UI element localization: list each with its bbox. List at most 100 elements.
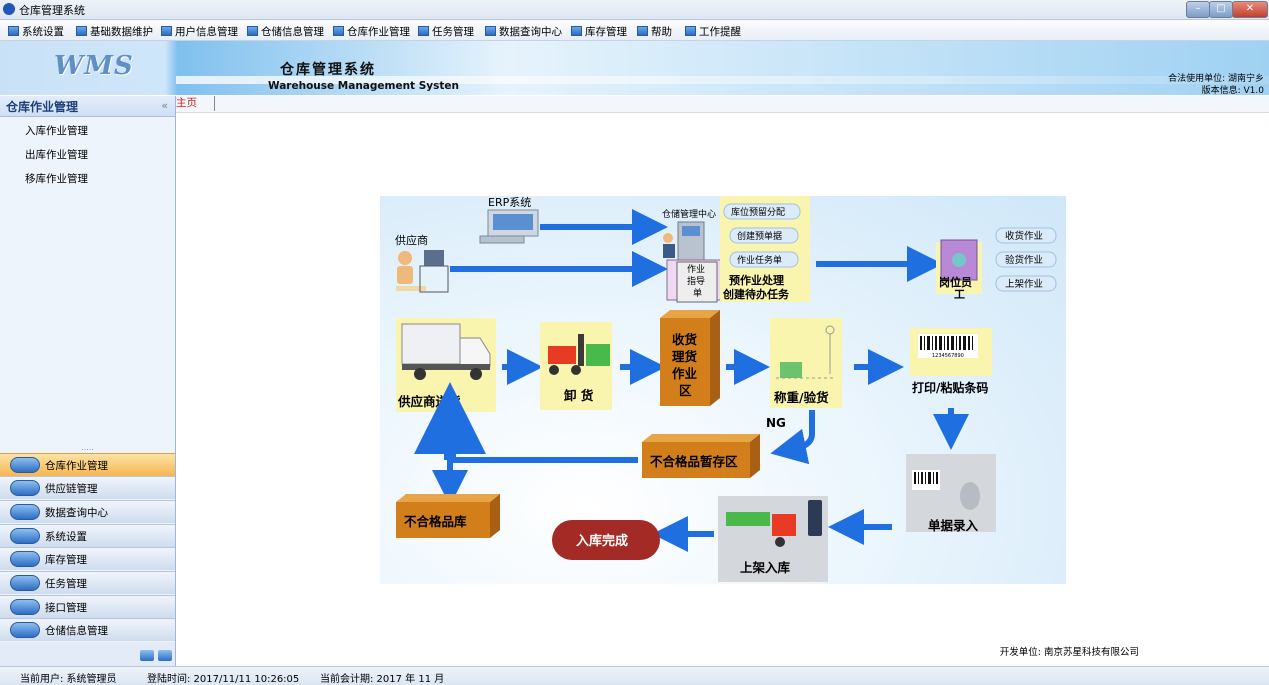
banner-stripe [176,76,1269,84]
system-title: 仓库管理系统 [280,62,376,78]
help-icon [637,26,648,36]
category-interface[interactable]: 接口管理 [0,595,175,618]
menu-inventory[interactable]: 库存管理 [571,24,627,39]
category-tasks[interactable]: 任务管理 [0,571,175,594]
task-receive: 收货作业 [995,227,1057,244]
wms-logo: WMS [54,51,134,81]
system-subtitle: Warehouse Management Systen [268,80,459,92]
svg-text:上架作业: 上架作业 [1005,278,1043,290]
pre-process-title: 预作业处理 [729,273,784,287]
tab-home[interactable]: 主页 [176,96,215,111]
reject-temp-label: 不合格品暂存区 [650,454,738,469]
task-icon [418,26,429,36]
receive-area-label-1: 收货 [672,332,698,347]
receive-area-label-4: 区 [679,383,692,398]
magnifier-icon [10,504,40,520]
doc-entry-label: 单据录入 [928,518,979,533]
svg-text:库位预留分配: 库位预留分配 [731,206,785,218]
data-icon [76,26,87,36]
inventory-icon [571,26,582,36]
doc-entry-scanner [906,454,996,532]
inventory-icon [10,551,40,567]
work-document: 作业 指导 单 [666,259,722,303]
version-info: 版本信息: V1.0 [1201,86,1264,96]
reject-store-label: 不合格品库 [404,514,467,529]
splitter-grip[interactable]: ..... [81,443,94,452]
menu-help[interactable]: 帮助 [637,24,672,39]
maximize-button[interactable]: □ [1209,1,1233,18]
licensed-unit: 合法使用单位: 湖南宁乡 [1168,74,1264,84]
worker-label-1: 岗位员 [939,275,972,289]
app-icon [3,3,15,15]
category-query-center[interactable]: 数据查询中心 [0,500,175,523]
window-title: 仓库管理系统 [19,4,85,17]
category-supply-chain[interactable]: 供应链管理 [0,476,175,499]
task-inspect: 验货作业 [995,251,1057,268]
category-warehouse-ops[interactable]: 仓库作业管理 [0,453,175,476]
task-shelve: 上架作业 [995,275,1057,292]
supplier-label: 供应商 [395,233,428,247]
sidebar-footer [0,642,175,666]
menu-user-info[interactable]: 用户信息管理 [161,24,238,39]
wms-center-label: 仓储管理中心 [662,208,716,220]
receive-area-box [660,310,720,406]
worker-cabinet-icon [936,239,982,294]
sidebar-item-transfer[interactable]: 移库作业管理 [25,173,88,185]
worker-label-2: 工 [954,288,965,301]
supply-chain-icon [10,480,40,496]
menu-query-center[interactable]: 数据查询中心 [485,24,562,39]
menu-base-data[interactable]: 基础数据维护 [76,24,153,39]
supplier-person-icon [396,250,449,293]
reject-store-box [396,494,500,538]
sidebar: 仓库作业管理 « 入库作业管理 出库作业管理 移库作业管理 ..... 仓库作业… [0,96,176,666]
minimize-button[interactable]: – [1186,1,1210,18]
weigh-label: 称重/验货 [774,390,829,405]
menu-storage-info[interactable]: 仓储信息管理 [247,24,324,39]
sidebar-title: 仓库作业管理 [6,100,79,114]
print-label: 打印/粘贴条码 [912,380,988,395]
doc-label-2: 指导 [687,275,705,287]
doc-label-3: 单 [693,287,702,299]
erp-label: ERP系统 [488,196,531,209]
close-button[interactable]: ✕ [1232,1,1268,18]
tab-strip: 主页 [176,96,1269,113]
unload-forklift [540,322,612,410]
menu-tasks[interactable]: 任务管理 [418,24,474,39]
menu-reminders[interactable]: 工作提醒 [685,24,741,39]
svg-text:创建预单据: 创建预单据 [737,230,782,242]
title-bar: 仓库管理系统 – □ ✕ [0,0,1269,20]
wms-center-icon [663,221,705,261]
menu-system-settings[interactable]: 系统设置 [8,24,64,39]
settings-icon [8,26,19,36]
monitor-icon[interactable] [140,650,154,661]
reminder-icon [685,26,696,36]
sidebar-item-inbound[interactable]: 入库作业管理 [25,125,88,137]
pre-item-task-doc: 作业任务单 [729,251,799,268]
menu-warehouse-ops[interactable]: 仓库作业管理 [333,24,410,39]
refresh-icon[interactable] [158,650,172,661]
header-banner: WMS 仓库管理系统 Warehouse Management Systen 合… [0,41,1269,96]
unload-label: 卸 货 [564,388,594,403]
svg-text:作业任务单: 作业任务单 [737,254,782,266]
tools-icon [10,528,40,544]
category-inventory[interactable]: 库存管理 [0,547,175,570]
delivery-label: 供应商送货 [397,394,461,409]
warehouse-ops-icon [10,457,40,473]
compass-icon [10,622,40,638]
status-bar: 当前用户: 系统管理员 登陆时间: 2017/11/11 10:26:05 当前… [0,666,1269,685]
shelve-forklift [718,496,828,582]
collapse-icon[interactable]: « [161,99,168,112]
pre-item-create-doc: 创建预单据 [729,227,799,244]
pre-process-subtitle: 创建待办任务 [722,287,790,301]
storage-icon [247,26,258,36]
print-barcode: 1234567890 [910,328,992,376]
sidebar-item-outbound[interactable]: 出库作业管理 [25,149,88,161]
category-system-settings[interactable]: 系统设置 [0,524,175,547]
inbound-flow-diagram: ERP系统 供应商 仓储管理中心 [380,196,1066,584]
user-icon [161,26,172,36]
warehouse-icon [333,26,344,36]
status-user: 当前用户: 系统管理员 [20,674,117,685]
category-storage-info[interactable]: 仓储信息管理 [0,618,175,641]
receive-area-label-3: 作业 [672,366,698,381]
query-icon [485,26,496,36]
